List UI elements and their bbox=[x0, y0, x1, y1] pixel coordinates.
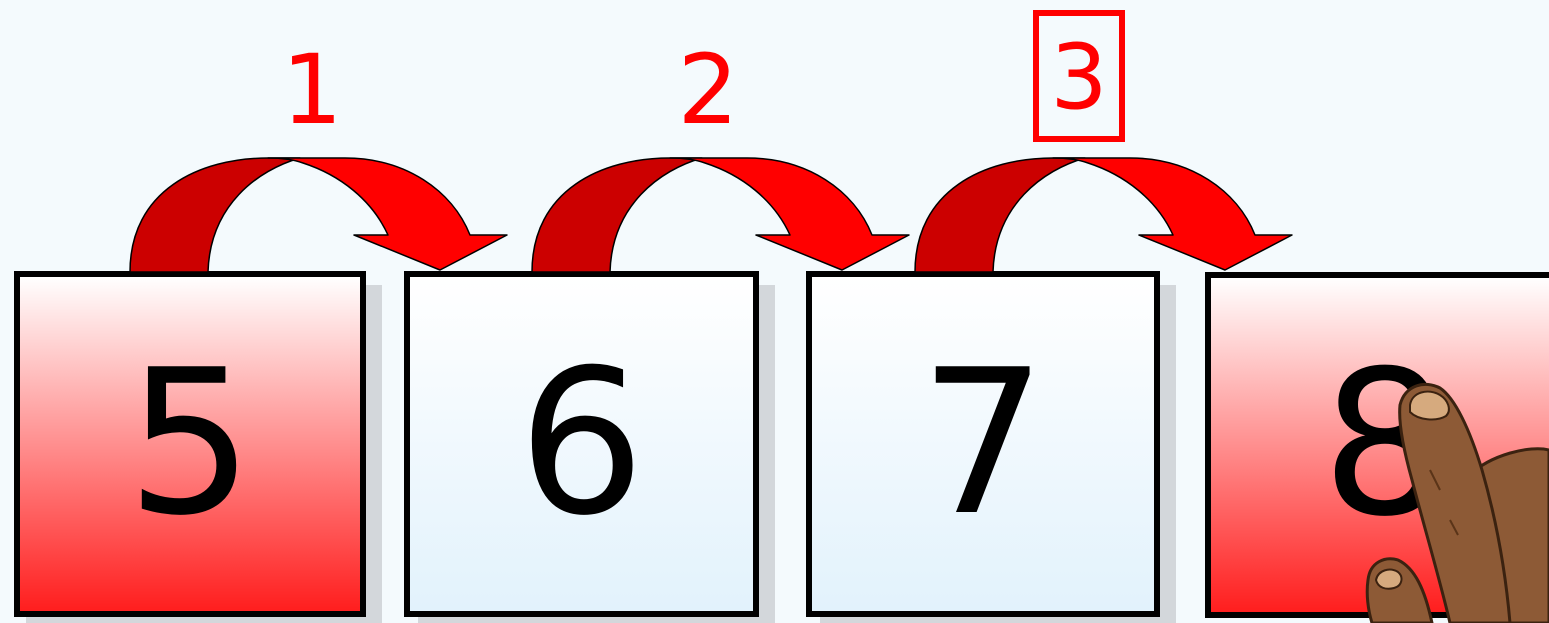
number-card-5: 5 bbox=[14, 271, 366, 617]
step-label-2: 2 bbox=[668, 40, 748, 140]
card-number: 6 bbox=[518, 344, 645, 544]
jump-arrow-1 bbox=[130, 158, 507, 272]
card-number: 7 bbox=[919, 344, 1046, 544]
step-label-1: 1 bbox=[272, 40, 352, 140]
number-card-7: 7 bbox=[806, 271, 1160, 617]
jump-arrow-2 bbox=[532, 158, 909, 272]
step-label-3-highlighted: 3 bbox=[1033, 10, 1125, 142]
number-card-6: 6 bbox=[404, 271, 759, 617]
card-number: 8 bbox=[1321, 345, 1448, 545]
card-number: 5 bbox=[126, 344, 253, 544]
jump-arrow-3 bbox=[915, 158, 1292, 272]
number-card-8: 8 bbox=[1205, 272, 1549, 618]
